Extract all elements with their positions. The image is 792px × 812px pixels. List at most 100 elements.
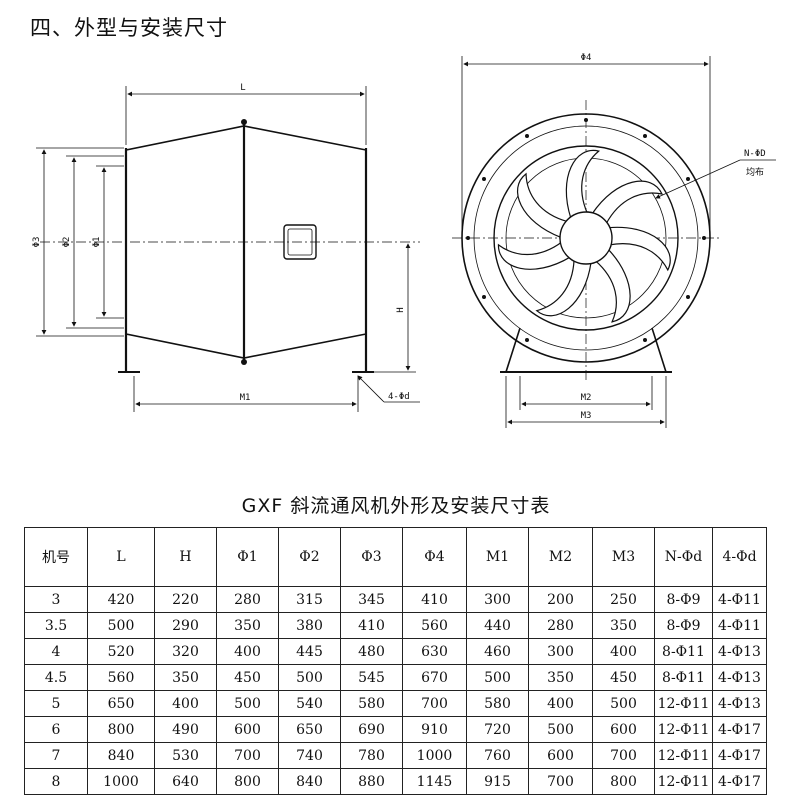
table-cell: 380 [278,612,341,639]
table-cell: 4 [24,638,88,665]
section-heading: 四、外型与安装尺寸 [30,16,228,40]
table-cell: 8-Φ9 [654,612,713,639]
table-cell: 840 [278,768,341,795]
table-cell: 500 [528,716,593,743]
table-cell: 345 [340,586,403,613]
table-cell: 880 [340,768,403,795]
table-cell: 700 [528,768,593,795]
table-cell: 290 [154,612,217,639]
table-cell: 315 [278,586,341,613]
table-cell: 4-Φ13 [712,638,767,665]
table-cell: 600 [528,742,593,769]
table-cell: 560 [87,664,155,691]
table-cell: 650 [278,716,341,743]
table-cell: 1145 [402,768,467,795]
table-cell: 1000 [87,768,155,795]
dim-label-bolt-holes: N-ΦD [744,149,766,159]
table-cell: 600 [592,716,655,743]
table-cell: 320 [154,638,217,665]
table-cell: 350 [528,664,593,691]
table-cell: 690 [340,716,403,743]
table-cell: 460 [466,638,529,665]
dim-label-phi1: Φ1 [92,237,102,248]
table-cell: 800 [592,768,655,795]
table-cell: 540 [278,690,341,717]
table-cell: 500 [216,690,279,717]
table-cell: 480 [340,638,403,665]
side-view: L Φ3 Φ2 Φ1 H M1 4-Φd [32,83,420,412]
table-cell: 300 [466,586,529,613]
table-cell: 4-Φ11 [712,586,767,613]
column-header: Φ4 [402,527,467,587]
table-cell: 7 [24,742,88,769]
table-cell: 915 [466,768,529,795]
column-header: N-Φd [654,527,713,587]
table-title: GXF 斜流通风机外形及安装尺寸表 [241,495,551,517]
column-header: 4-Φd [712,527,767,587]
table-cell: 445 [278,638,341,665]
table-cell: 530 [154,742,217,769]
table-cell: 12-Φ11 [654,768,713,795]
table-cell: 520 [87,638,155,665]
table-cell: 420 [87,586,155,613]
table-cell: 4-Φ17 [712,768,767,795]
table-cell: 4.5 [24,664,88,691]
table-cell: 4-Φ17 [712,742,767,769]
table-cell: 800 [87,716,155,743]
dim-label-H: H [396,307,406,312]
table-cell: 630 [402,638,467,665]
table-cell: 500 [592,690,655,717]
dim-label-M1: M1 [240,393,251,403]
table-cell: 580 [466,690,529,717]
dim-label-bolt-holes-note: 均布 [746,166,764,178]
table-cell: 400 [528,690,593,717]
column-header: Φ3 [340,527,403,587]
front-view: Φ4 N-ΦD 均布 M2 M3 [452,53,776,428]
table-cell: 300 [528,638,593,665]
table-cell: 280 [216,586,279,613]
table-cell: 220 [154,586,217,613]
table-cell: 800 [216,768,279,795]
table-cell: 500 [278,664,341,691]
table-cell: 400 [592,638,655,665]
dim-label-L: L [240,83,245,93]
column-header: L [87,527,155,587]
column-header: M2 [528,527,593,587]
table-cell: 5 [24,690,88,717]
table-cell: 4-Φ13 [712,690,767,717]
fan-drawing: L Φ3 Φ2 Φ1 H M1 4-Φd [32,53,776,428]
table-cell: 410 [340,612,403,639]
table-cell: 6 [24,716,88,743]
dim-label-M3: M3 [581,411,592,421]
table-cell: 450 [216,664,279,691]
table-cell: 8-Φ11 [654,664,713,691]
table-cell: 560 [402,612,467,639]
table-cell: 700 [402,690,467,717]
table-cell: 440 [466,612,529,639]
table-cell: 4-Φ11 [712,612,767,639]
table-cell: 8-Φ9 [654,586,713,613]
table-cell: 640 [154,768,217,795]
dim-label-foot-holes: 4-Φd [388,392,410,402]
table-cell: 490 [154,716,217,743]
table-cell: 720 [466,716,529,743]
table-cell: 670 [402,664,467,691]
table-cell: 8 [24,768,88,795]
table-cell: 910 [402,716,467,743]
table-cell: 350 [154,664,217,691]
table-cell: 410 [402,586,467,613]
table-cell: 500 [87,612,155,639]
table-cell: 250 [592,586,655,613]
table-cell: 4-Φ17 [712,716,767,743]
column-header: M1 [466,527,529,587]
column-header: M3 [592,527,655,587]
table-cell: 12-Φ11 [654,716,713,743]
table-cell: 350 [592,612,655,639]
column-header: Φ2 [278,527,341,587]
column-header: H [154,527,217,587]
